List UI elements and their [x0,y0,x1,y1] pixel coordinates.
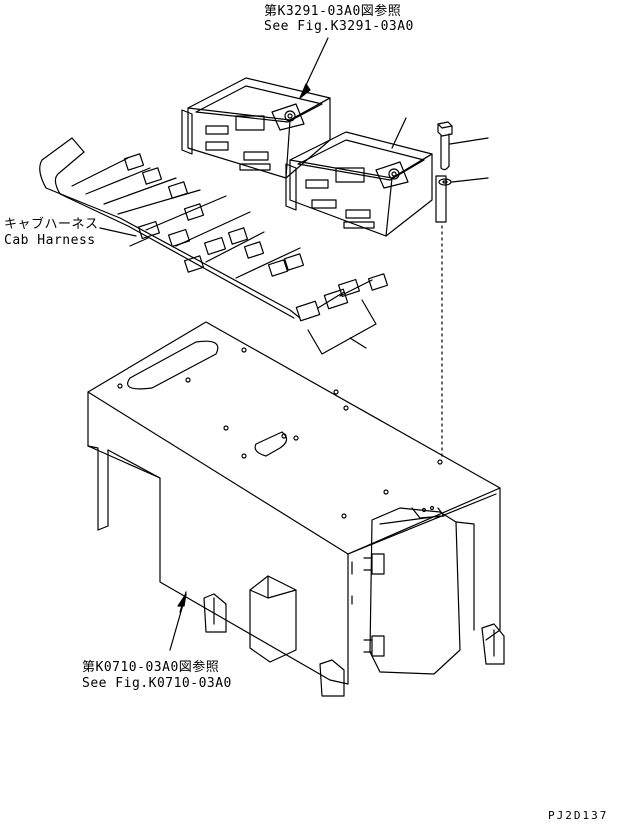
cab-harness-label-jp: キャブハーネス [4,217,99,232]
frame-reference-jp: 第K0710-03A0図参照 [82,660,220,675]
frame-reference-en: See Fig.K0710-03A0 [82,676,232,691]
cab-harness-label-en: Cab Harness [4,233,96,248]
controller-reference-en: See Fig.K3291-03A0 [264,19,414,34]
leader-lines [169,37,407,651]
controller-units [181,77,447,237]
drawing-code: PJ2D137 [548,809,609,822]
cab-harness [39,137,389,355]
console-frame [87,321,505,697]
bolt-and-washer [437,121,489,459]
controller-reference-jp: 第K3291-03A0図参照 [264,4,402,19]
